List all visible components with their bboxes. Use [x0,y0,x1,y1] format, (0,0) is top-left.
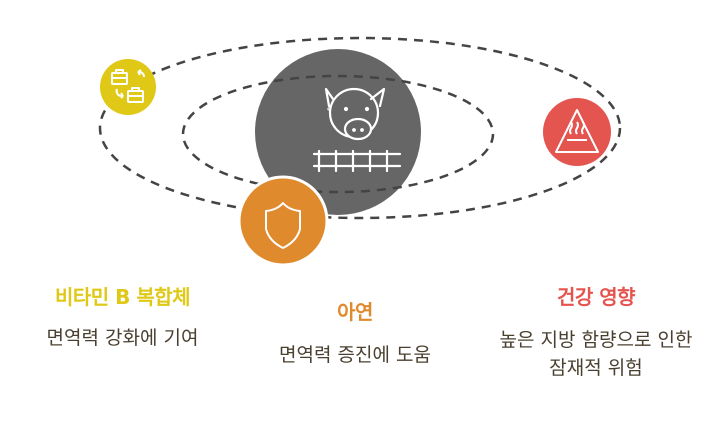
shield-icon [265,202,301,249]
zinc-block: 아연 면역력 증진에 도움 [255,299,455,369]
zinc-title: 아연 [337,300,373,324]
zinc-circle [237,175,329,267]
briefcase-exchange-icon [111,69,145,103]
pig-fence-icon [312,87,402,173]
inner-orbit [181,74,495,194]
health-block: 건강 영향 높은 지방 함량으로 인한 잠재적 위험 [496,284,696,382]
vitamin-b-circle [100,59,156,115]
outer-orbit [98,36,622,220]
vitamin-b-title: 비타민 B 복합체 [54,285,191,309]
hot-surface-warning-icon [555,109,599,153]
health-title: 건강 영향 [556,285,636,309]
health-desc: 높은 지방 함량으로 인한 잠재적 위험 [499,329,693,379]
vitamin-b-block: 비타민 B 복합체 면역력 강화에 기여 [15,284,230,352]
vitamin-b-desc: 면역력 강화에 기여 [46,327,199,349]
zinc-desc: 면역력 증진에 도움 [279,344,431,366]
